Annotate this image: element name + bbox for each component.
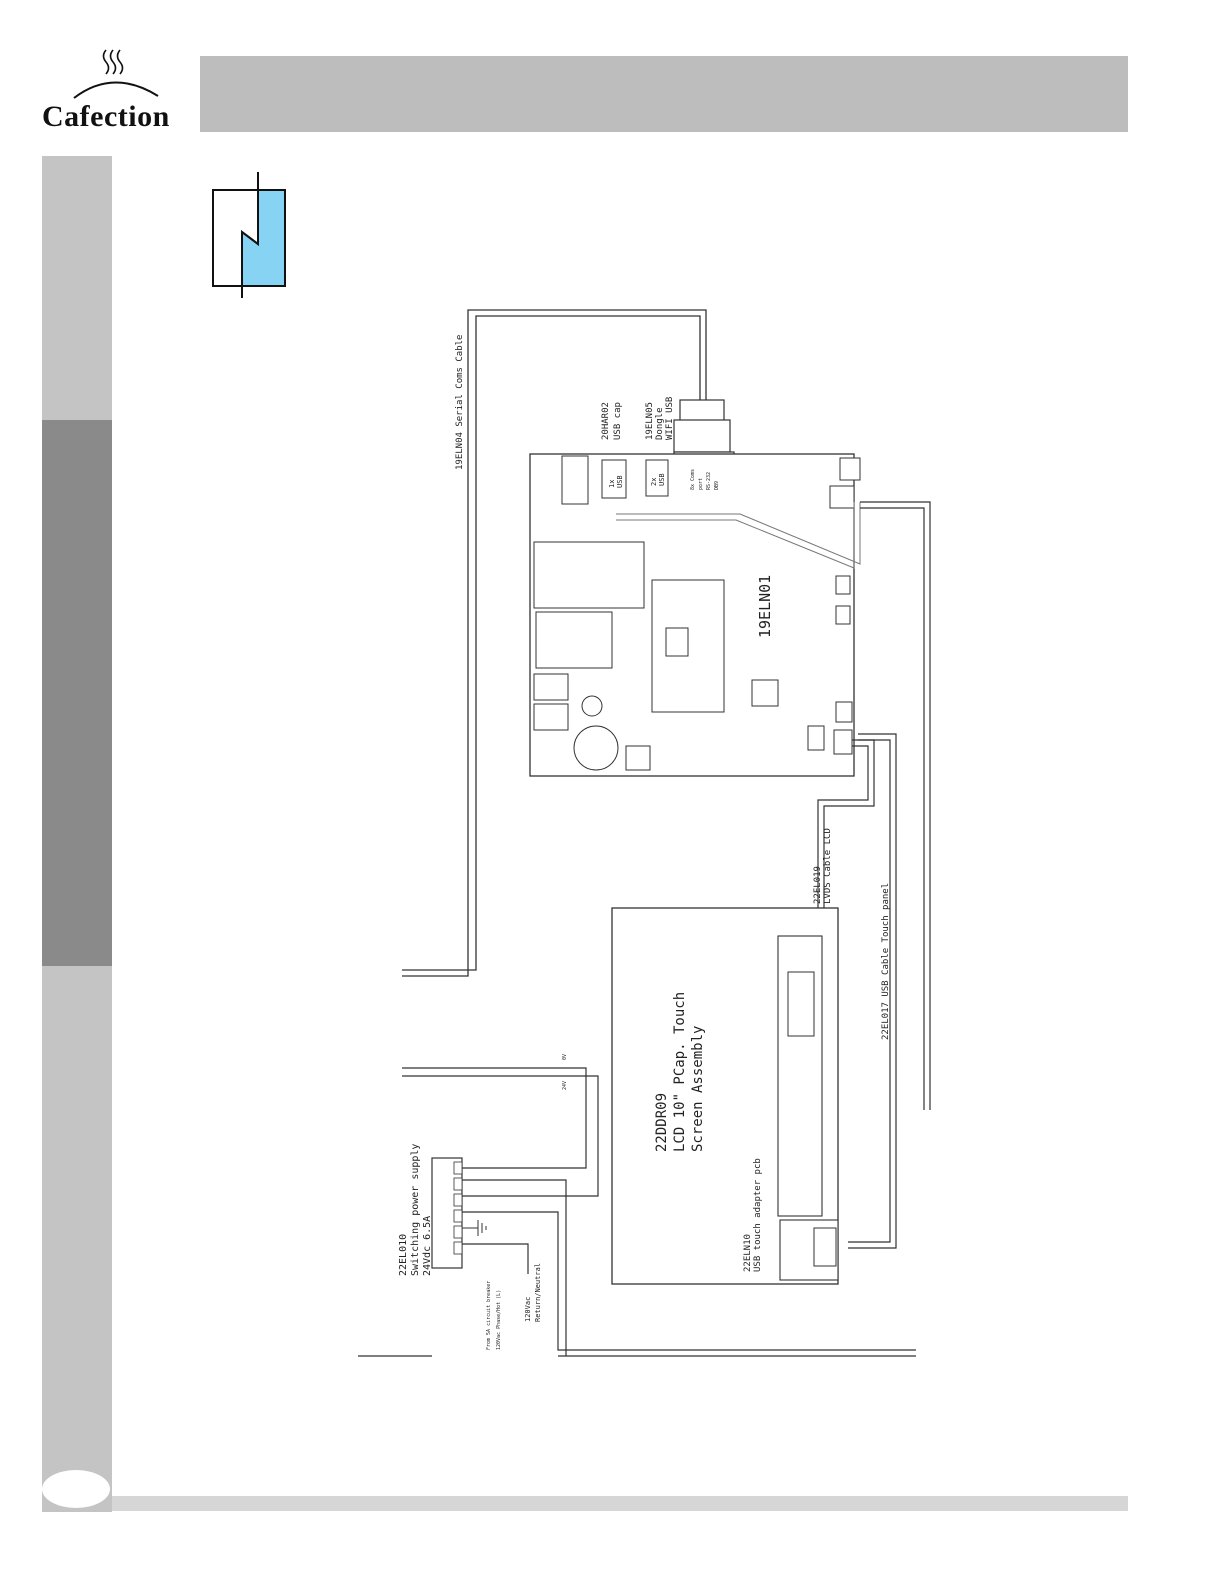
board-components	[533, 455, 861, 771]
lcd-label-1: 22DDR09	[654, 1093, 670, 1152]
breaker-label-1: From 5A circuit breaker	[486, 1281, 492, 1350]
ground-symbol-icon	[462, 1220, 487, 1236]
breaker-label-2: 120Vac Phase/Hot (L)	[496, 1290, 502, 1350]
usb-touch-label: 22EL017 USB Cable Touch panel	[881, 883, 891, 1040]
mains-label-1: 120Vac	[524, 1297, 532, 1322]
usb-cap-label-2: USB cap	[613, 402, 623, 440]
footer-bar	[112, 1496, 1128, 1511]
lvds-label-2: LVDS Cable LCD	[823, 828, 833, 904]
power-terminals	[453, 1161, 463, 1255]
usb-cap-label-1: 20HAR02	[601, 402, 611, 440]
sidebar-tab-bottom	[42, 966, 112, 1512]
coms-port-label-2: port	[698, 478, 704, 490]
adapter-label-2: USB touch adapter pcb	[753, 1158, 763, 1272]
serial-cable-label: 19ELN04 Serial Coms Cable	[455, 335, 465, 470]
usb-wire	[616, 502, 861, 569]
mains-label-2: Return/Neutral	[534, 1263, 542, 1322]
serial-cable	[402, 309, 707, 977]
volt-0v-label: 0V	[562, 1054, 568, 1060]
psu-label-1: 22EL010	[398, 1234, 409, 1276]
power-wires	[358, 1067, 916, 1357]
coms-port-label-3: RS-232	[706, 472, 712, 490]
wifi-label-1: 19ELN05	[645, 402, 655, 440]
adapter-label-1: 22ELN10	[743, 1234, 753, 1272]
volt-24v-label: 24V	[562, 1081, 568, 1090]
usb-touch-cable	[848, 733, 897, 1249]
sidebar-tab-active	[42, 420, 112, 966]
lvds-label-1: 22EL019	[813, 866, 823, 904]
page-number-oval	[42, 1470, 110, 1508]
brand-logo: Cafection	[42, 100, 170, 133]
psu-label-3: 24Vdc 6.5A	[422, 1216, 433, 1276]
coms-port-label-4: DB9	[714, 481, 720, 490]
lcd-label-3: Screen Assembly	[690, 1026, 706, 1152]
coms-port-label-1: 8x Coms	[690, 469, 696, 490]
electrical-hazard-icon	[212, 172, 286, 298]
wifi-label-2: Dongle	[655, 407, 665, 440]
usb-2x-label: 2x	[650, 478, 658, 486]
usb-1x-label: 1x	[608, 480, 616, 488]
lcd-connector	[787, 971, 815, 1037]
sidebar-tab-top	[42, 156, 112, 420]
right-cable	[860, 501, 931, 1110]
header-bar	[200, 56, 1128, 132]
usb-2x-label-2: USB	[658, 473, 666, 486]
wiring-schematic: 19ELN04 Serial Coms Cable 19ELN01 20HAR0…	[358, 309, 931, 1357]
wifi-label-3: WIFI USB	[665, 397, 675, 440]
psu-label-2: Switching power supply	[410, 1144, 421, 1276]
usb-1x-label-2: USB	[616, 475, 624, 488]
steam-icon	[73, 49, 159, 99]
lcd-label-2: LCD 10" PCap. Touch	[672, 992, 688, 1152]
board-label: 19ELN01	[756, 575, 774, 638]
